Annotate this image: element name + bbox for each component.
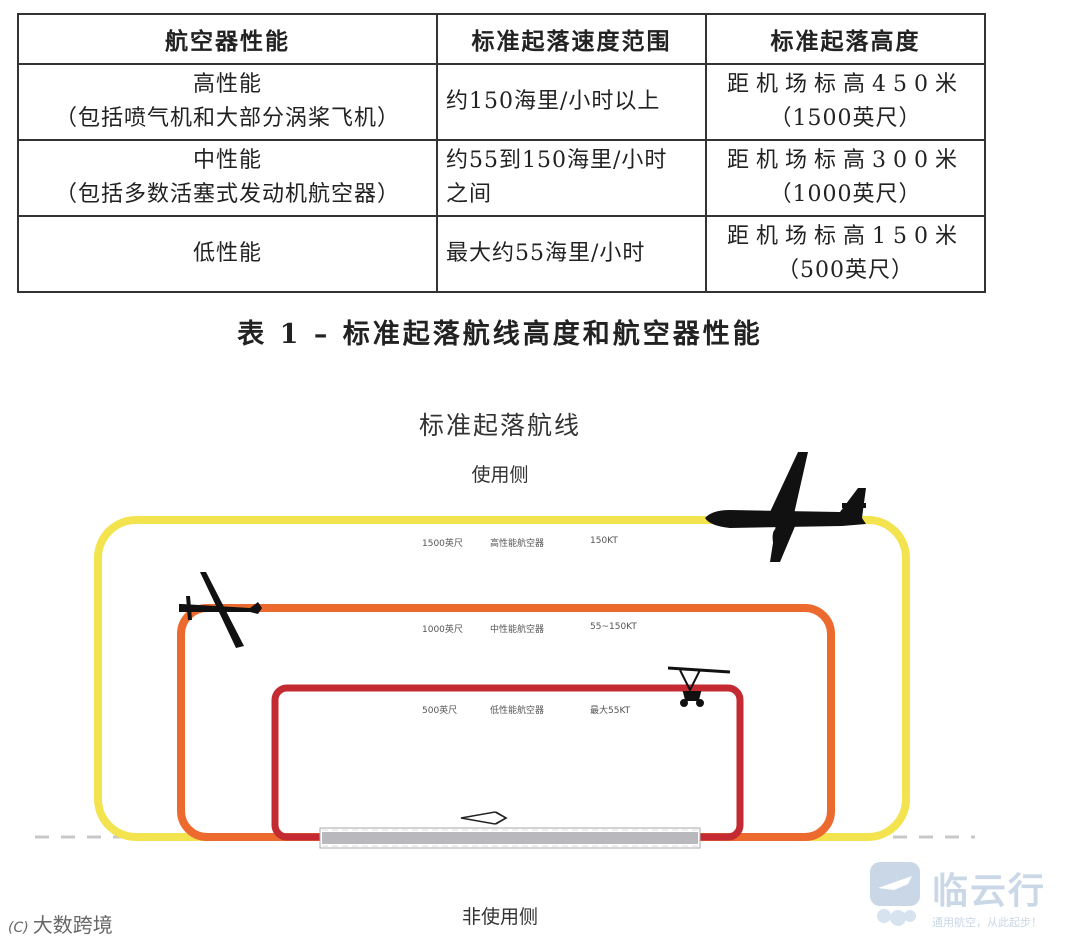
pattern-altitude: 1000英尺 <box>422 622 463 635</box>
pattern-category: 高性能航空器 <box>490 536 544 549</box>
pattern-speed: 最大55KT <box>590 703 630 716</box>
pattern-category: 中性能航空器 <box>490 622 544 635</box>
light-aircraft-icon <box>179 572 262 648</box>
runway <box>320 828 700 848</box>
watermark-left: (C)大数跨境 <box>8 909 113 938</box>
pattern-speed: 55~150KT <box>590 622 637 632</box>
pattern-altitude: 1500英尺 <box>422 536 463 549</box>
turboprop-airliner-icon <box>705 452 866 562</box>
pattern-altitude: 500英尺 <box>422 703 457 716</box>
inactive-side-label: 非使用侧 <box>0 902 1000 929</box>
watermark-right: 临云行 通用航空，从此起步！ <box>868 858 1068 938</box>
pattern-circuit-high <box>98 520 906 837</box>
weibo-logo: (C) <box>8 920 29 936</box>
runway-direction-arrow-icon <box>461 812 506 824</box>
watermark-slogan: 通用航空，从此起步！ <box>932 914 1042 930</box>
pattern-speed: 150KT <box>590 536 618 546</box>
pattern-category: 低性能航空器 <box>490 703 544 716</box>
watermark-left-text: 大数跨境 <box>33 913 113 937</box>
watermark-brand: 临云行 <box>932 862 1046 914</box>
brand-plane-logo-icon <box>868 858 924 928</box>
